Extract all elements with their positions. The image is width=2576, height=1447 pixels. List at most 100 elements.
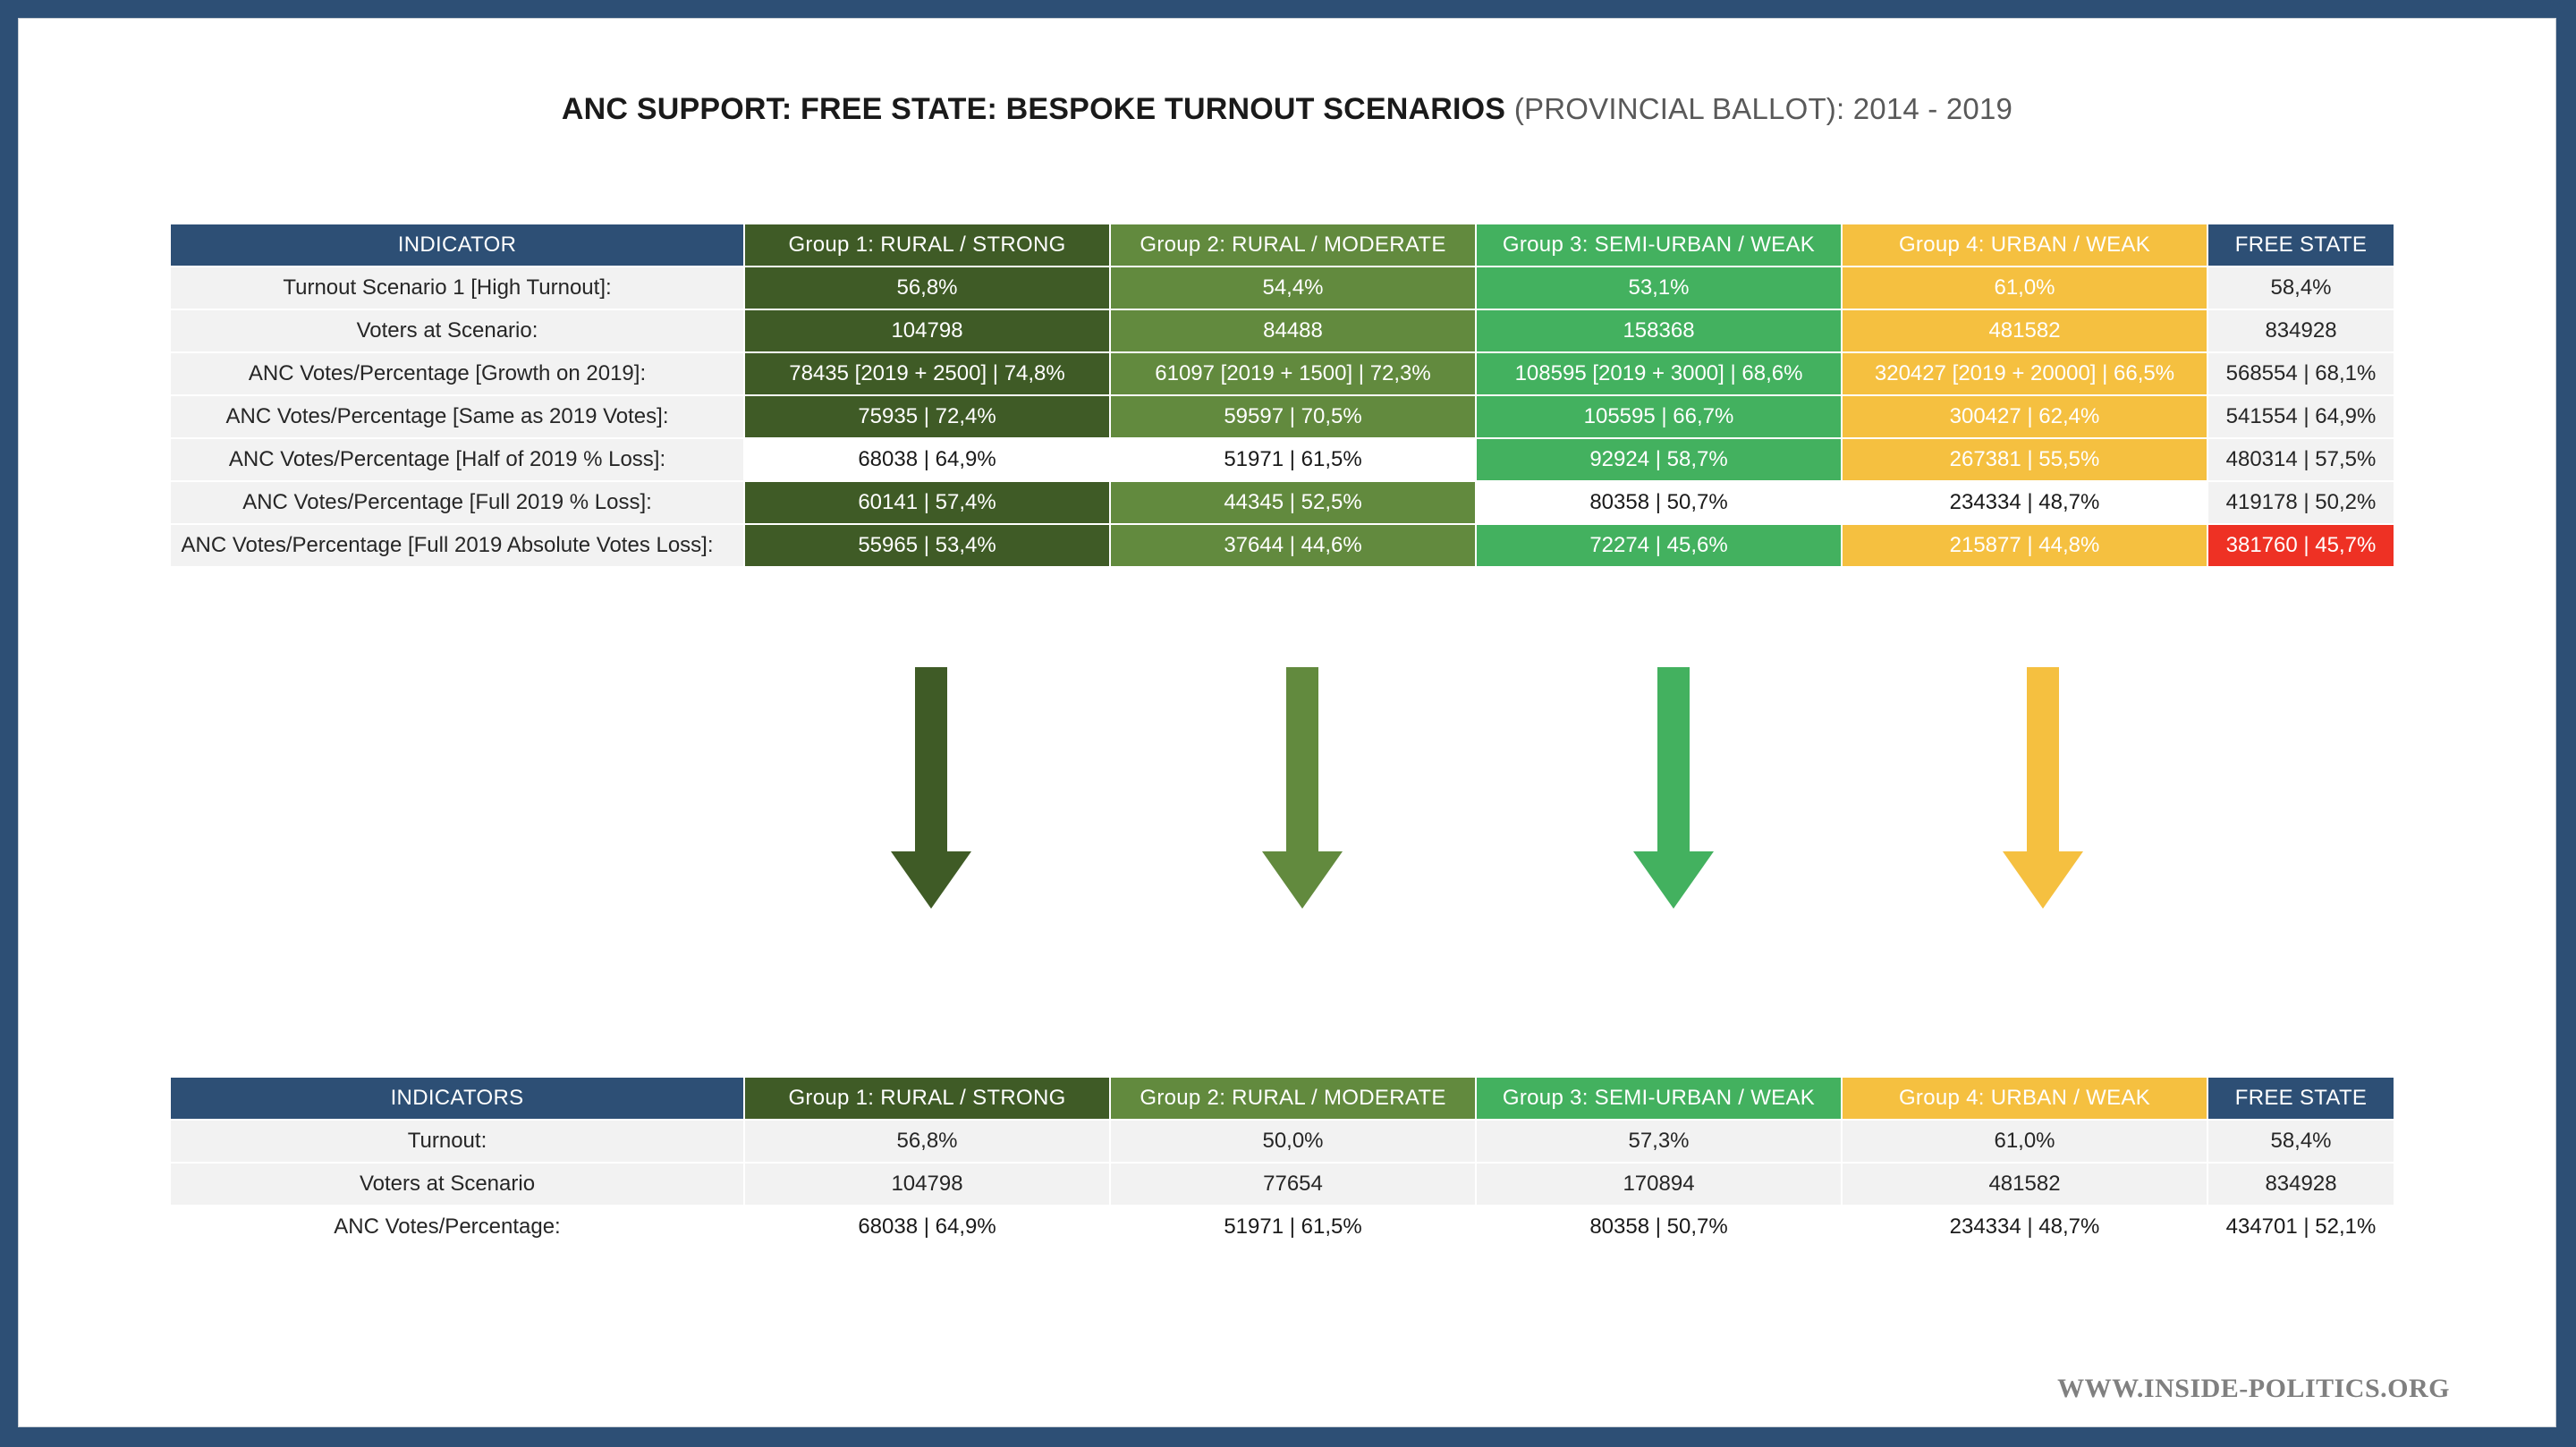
row-label: ANC Votes/Percentage:	[171, 1206, 743, 1248]
table-row: ANC Votes/Percentage [Full 2019 Absolute…	[171, 525, 2394, 566]
cell-group3: 92924 | 58,7%	[1477, 439, 1841, 480]
row-label: Voters at Scenario	[171, 1164, 743, 1205]
arrow-group3	[1633, 667, 1714, 909]
cell-group4: 481582	[1843, 310, 2207, 351]
table-header-row: INDICATORS Group 1: RURAL / STRONG Group…	[171, 1078, 2394, 1119]
cell-group2: 50,0%	[1111, 1121, 1475, 1162]
cell-group2: 59597 | 70,5%	[1111, 396, 1475, 437]
cell-group2: 51971 | 61,5%	[1111, 1206, 1475, 1248]
cell-group2: 61097 [2019 + 1500] | 72,3%	[1111, 353, 1475, 394]
row-label: Turnout Scenario 1 [High Turnout]:	[171, 267, 743, 309]
page-title-sub: (PROVINCIAL BALLOT): 2014 - 2019	[1513, 92, 2013, 125]
cell-group2: 37644 | 44,6%	[1111, 525, 1475, 566]
cell-group1: 104798	[745, 310, 1109, 351]
table-row: Voters at Scenario: 104798 84488 158368 …	[171, 310, 2394, 351]
column-header-group3: Group 3: SEMI-URBAN / WEAK	[1477, 224, 1841, 266]
cell-group3: 108595 [2019 + 3000] | 68,6%	[1477, 353, 1841, 394]
column-header-free-state: FREE STATE	[2208, 1078, 2394, 1119]
column-header-group2: Group 2: RURAL / MODERATE	[1111, 224, 1475, 266]
cell-group2: 77654	[1111, 1164, 1475, 1205]
footer-url: WWW.INSIDE-POLITICS.ORG	[2057, 1374, 2450, 1403]
cell-group4: 61,0%	[1843, 1121, 2207, 1162]
cell-group3: 105595 | 66,7%	[1477, 396, 1841, 437]
table-row: Turnout: 56,8% 50,0% 57,3% 61,0% 58,4%	[171, 1121, 2394, 1162]
cell-group3: 53,1%	[1477, 267, 1841, 309]
cell-group1: 68038 | 64,9%	[745, 1206, 1109, 1248]
arrow-group2-head	[1262, 851, 1343, 909]
bespoke-turnout-scenarios-table: INDICATOR Group 1: RURAL / STRONG Group …	[169, 223, 2395, 568]
cell-group2: 54,4%	[1111, 267, 1475, 309]
table-header-row: INDICATOR Group 1: RURAL / STRONG Group …	[171, 224, 2394, 266]
column-header-group1: Group 1: RURAL / STRONG	[745, 224, 1109, 266]
cell-free-state: 834928	[2208, 1164, 2394, 1205]
table-row: ANC Votes/Percentage [Same as 2019 Votes…	[171, 396, 2394, 437]
arrow-group2-shaft	[1286, 667, 1318, 855]
row-label: Turnout:	[171, 1121, 743, 1162]
cell-group4: 234334 | 48,7%	[1843, 482, 2207, 523]
cell-free-state: 568554 | 68,1%	[2208, 353, 2394, 394]
cell-group3: 80358 | 50,7%	[1477, 482, 1841, 523]
row-label: ANC Votes/Percentage [Half of 2019 % Los…	[171, 439, 743, 480]
cell-group4: 481582	[1843, 1164, 2207, 1205]
arrow-group2	[1262, 667, 1343, 909]
cell-free-state: 480314 | 57,5%	[2208, 439, 2394, 480]
row-label: ANC Votes/Percentage [Same as 2019 Votes…	[171, 396, 743, 437]
arrow-group1	[891, 667, 971, 909]
table-row: ANC Votes/Percentage [Growth on 2019]: 7…	[171, 353, 2394, 394]
page-frame: ANC SUPPORT: FREE STATE: BESPOKE TURNOUT…	[18, 18, 2556, 1427]
page-title: ANC SUPPORT: FREE STATE: BESPOKE TURNOUT…	[19, 92, 2555, 127]
cell-group4: 267381 | 55,5%	[1843, 439, 2207, 480]
arrow-group1-shaft	[915, 667, 947, 855]
row-label: ANC Votes/Percentage [Full 2019 % Loss]:	[171, 482, 743, 523]
column-header-group1: Group 1: RURAL / STRONG	[745, 1078, 1109, 1119]
table-row: Voters at Scenario 104798 77654 170894 4…	[171, 1164, 2394, 1205]
cell-free-state: 541554 | 64,9%	[2208, 396, 2394, 437]
column-header-group2: Group 2: RURAL / MODERATE	[1111, 1078, 1475, 1119]
cell-free-state: 381760 | 45,7%	[2208, 525, 2394, 566]
cell-group1: 56,8%	[745, 267, 1109, 309]
row-label: ANC Votes/Percentage [Growth on 2019]:	[171, 353, 743, 394]
cell-group3: 158368	[1477, 310, 1841, 351]
arrow-group3-head	[1633, 851, 1714, 909]
cell-free-state: 434701 | 52,1%	[2208, 1206, 2394, 1248]
arrow-group4-head	[2003, 851, 2083, 909]
table-row: ANC Votes/Percentage: 68038 | 64,9% 5197…	[171, 1206, 2394, 1248]
cell-free-state: 419178 | 50,2%	[2208, 482, 2394, 523]
cell-group1: 68038 | 64,9%	[745, 439, 1109, 480]
cell-group4: 234334 | 48,7%	[1843, 1206, 2207, 1248]
cell-group1: 60141 | 57,4%	[745, 482, 1109, 523]
cell-group1: 55965 | 53,4%	[745, 525, 1109, 566]
cell-group3: 170894	[1477, 1164, 1841, 1205]
cell-free-state: 834928	[2208, 310, 2394, 351]
cell-group2: 84488	[1111, 310, 1475, 351]
cell-free-state: 58,4%	[2208, 267, 2394, 309]
table-row: ANC Votes/Percentage [Full 2019 % Loss]:…	[171, 482, 2394, 523]
column-header-indicators: INDICATORS	[171, 1078, 743, 1119]
cell-group3: 57,3%	[1477, 1121, 1841, 1162]
column-header-free-state: FREE STATE	[2208, 224, 2394, 266]
page-title-main: ANC SUPPORT: FREE STATE: BESPOKE TURNOUT…	[561, 92, 1514, 126]
cell-group2: 51971 | 61,5%	[1111, 439, 1475, 480]
table-row: Turnout Scenario 1 [High Turnout]: 56,8%…	[171, 267, 2394, 309]
selected-scenario-summary-table: INDICATORS Group 1: RURAL / STRONG Group…	[169, 1076, 2395, 1249]
column-header-group3: Group 3: SEMI-URBAN / WEAK	[1477, 1078, 1841, 1119]
arrow-group4-shaft	[2027, 667, 2059, 855]
cell-group1: 104798	[745, 1164, 1109, 1205]
arrow-group1-head	[891, 851, 971, 909]
row-label: Voters at Scenario:	[171, 310, 743, 351]
column-header-group4: Group 4: URBAN / WEAK	[1843, 224, 2207, 266]
cell-group4: 215877 | 44,8%	[1843, 525, 2207, 566]
cell-group4: 300427 | 62,4%	[1843, 396, 2207, 437]
cell-group1: 75935 | 72,4%	[745, 396, 1109, 437]
arrow-group3-shaft	[1657, 667, 1690, 855]
arrow-group4	[2003, 667, 2083, 909]
table-row: ANC Votes/Percentage [Half of 2019 % Los…	[171, 439, 2394, 480]
cell-group3: 80358 | 50,7%	[1477, 1206, 1841, 1248]
cell-free-state: 58,4%	[2208, 1121, 2394, 1162]
column-header-indicator: INDICATOR	[171, 224, 743, 266]
cell-group4: 320427 [2019 + 20000] | 66,5%	[1843, 353, 2207, 394]
cell-group3: 72274 | 45,6%	[1477, 525, 1841, 566]
cell-group1: 56,8%	[745, 1121, 1109, 1162]
cell-group1: 78435 [2019 + 2500] | 74,8%	[745, 353, 1109, 394]
cell-group2: 44345 | 52,5%	[1111, 482, 1475, 523]
